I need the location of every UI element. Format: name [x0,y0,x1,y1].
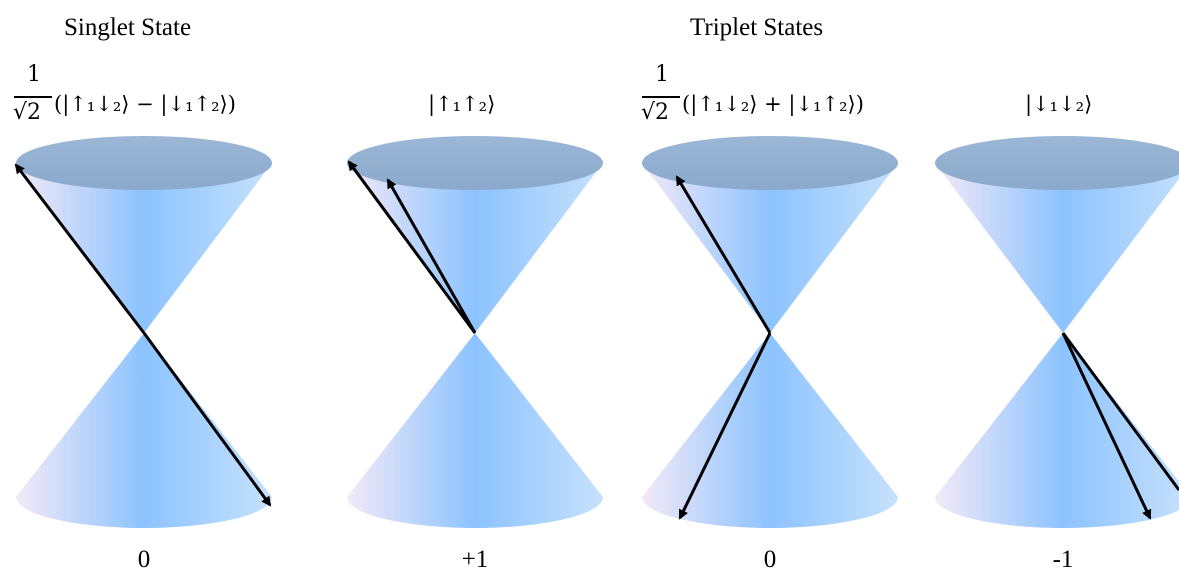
spin-arrow-2 [386,178,477,334]
lower-cone [16,333,272,528]
state-1-ket: (|↑₁↓₂⟩ − |↓₁↑₂⟩) [54,92,236,116]
cone-triplet-zero [642,136,898,528]
upper-cone-cap [16,136,272,190]
upper-cone-cap [642,136,898,190]
state-4-m-value: -1 [1052,546,1074,573]
spin-arrow-1 [347,160,477,334]
state-3-ket: (|↑₁↓₂⟩ + |↓₁↑₂⟩) [682,92,864,116]
state-2-ket: |↑₁↑₂⟩ [428,92,496,116]
lower-cone [935,333,1179,528]
upper-cone-cap [935,136,1179,190]
fraction-numerator: 1 [27,62,41,87]
state-4-ket: |↓₁↓₂⟩ [1025,92,1093,116]
upper-cone [16,163,272,333]
cone-triplet-plus [347,136,603,528]
fraction-bar [14,96,52,98]
lower-cone [642,333,898,528]
upper-cone [935,163,1179,333]
state-3-m-value: 0 [763,546,777,573]
cone-triplet-minus [935,136,1179,528]
state-2-m-value: +1 [461,546,489,573]
triplet-heading: Triplet States [690,14,824,41]
fraction-bar [642,96,680,98]
upper-cone-cap [347,136,603,190]
upper-cone [642,163,898,333]
state-1-m-value: 0 [137,546,151,573]
spin-arrow-1 [675,175,772,334]
spin-arrow-2 [678,332,772,520]
singlet-heading: Singlet State [64,14,192,41]
spin-arrow-2 [1061,332,1179,491]
state-3-fraction: 1 √2 [638,62,680,142]
fraction-numerator: 1 [655,62,669,87]
upper-cone [347,163,603,333]
cone-singlet [14,136,272,528]
state-1-fraction: 1 √2 [10,62,52,142]
fraction-denominator: √2 [641,100,670,125]
lower-cone [347,333,603,528]
fraction-denominator: √2 [13,100,42,125]
spin-arrow-2 [142,332,272,507]
spin-arrow-1 [1061,332,1152,520]
spin-arrow-1 [14,163,146,334]
